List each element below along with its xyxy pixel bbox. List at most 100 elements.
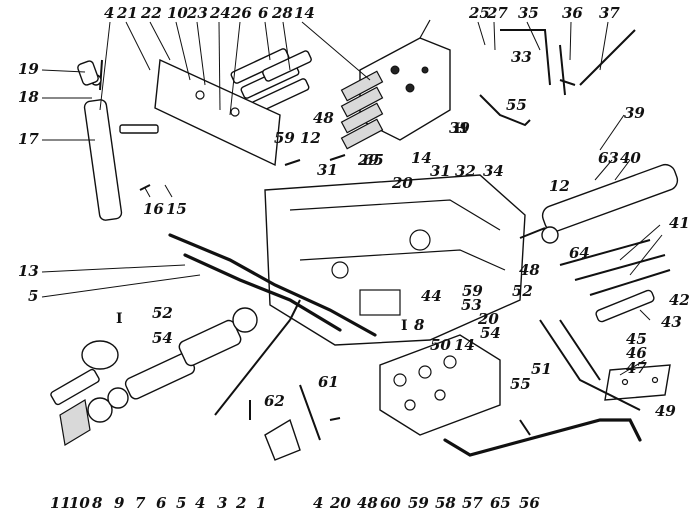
callouts-bottom: 11 10 8 9 7 6 5 4 3 2 1 4 20 48 60 59 58…	[50, 494, 540, 512]
callout-right: 41	[669, 214, 690, 232]
callout-center: 55	[506, 96, 527, 114]
callout-center: 39	[449, 119, 470, 137]
callout-right: 43	[661, 313, 682, 331]
callout-center: 20	[477, 310, 499, 328]
callout-top: 4	[104, 4, 114, 22]
callout-bottom: 59	[408, 494, 429, 512]
callout-center: 31	[317, 161, 338, 179]
mounting-plate	[154, 58, 281, 167]
leader-lines	[41, 21, 663, 376]
callout-top: 24	[209, 4, 231, 22]
callout-center: 20	[391, 174, 413, 192]
callouts-left: 19 18 17 16 15 13 5 52 54	[18, 60, 187, 347]
marker-i: I	[116, 311, 123, 327]
callout-center: 34	[483, 162, 504, 180]
callout-bottom: 4	[195, 494, 205, 512]
callout-left: 15	[166, 200, 187, 218]
callout-right: 12	[549, 177, 570, 195]
callout-center: 50	[430, 336, 451, 354]
callout-left: 16	[143, 200, 164, 218]
callouts-top: 4 21 22 10 23 24 26 6 28 14 25 27 35 36 …	[104, 4, 620, 22]
callout-center: 29	[357, 151, 379, 169]
callout-bottom: 2	[235, 494, 246, 512]
callout-left: 19	[18, 60, 39, 78]
callout-bottom: 56	[519, 494, 540, 512]
callout-right: 63	[598, 149, 619, 167]
pipelines	[168, 29, 642, 457]
callout-right: 49	[655, 402, 676, 420]
lever-linkage	[214, 299, 321, 461]
callouts-misc: 62 I I H	[116, 121, 467, 410]
callout-center: 8	[414, 316, 425, 334]
callout-left: 54	[152, 329, 173, 347]
lower-distributor	[379, 334, 501, 436]
callouts-right: 39 63 40 12 64 41 42 43 48 52 45 46 47 4…	[512, 104, 690, 420]
callout-bottom: 1	[256, 494, 266, 512]
callout-top: 35	[518, 4, 539, 22]
callout-top: 28	[271, 4, 293, 22]
callout-center: 53	[461, 296, 482, 314]
callout-bottom: 11	[50, 494, 71, 512]
callout-left: 18	[18, 88, 39, 106]
callout-left: 17	[18, 130, 39, 148]
callout-center: 59	[274, 129, 295, 147]
marker-h: H	[454, 121, 467, 137]
drawing	[50, 19, 679, 461]
callout-bottom: 3	[217, 494, 227, 512]
callout-bottom: 58	[435, 494, 456, 512]
callout-center: 55	[510, 375, 531, 393]
rods-right	[559, 239, 671, 323]
callout-right: 64	[569, 244, 590, 262]
callout-bottom: 8	[92, 494, 103, 512]
callout-top: 23	[186, 4, 208, 22]
callout-right: 40	[620, 149, 641, 167]
callout-center: 65	[363, 151, 384, 169]
callout-center: 51	[531, 360, 552, 378]
callout-top: 27	[486, 4, 508, 22]
callout-right: 39	[624, 104, 645, 122]
callout-bottom: 10	[69, 494, 90, 512]
callout-center: 31	[430, 162, 451, 180]
marker-i: I	[401, 318, 408, 334]
callout-center: 54	[480, 324, 501, 342]
callout-bottom: 20	[329, 494, 351, 512]
hydraulic-cylinder-17	[77, 59, 159, 221]
main-housing	[264, 174, 526, 346]
callout-bottom: 48	[357, 494, 378, 512]
callout-bottom: 6	[156, 494, 167, 512]
callout-right: 47	[626, 359, 647, 377]
callout-center: 61	[318, 373, 339, 391]
callout-62: 62	[264, 392, 285, 410]
hydraulic-cylinder-40	[519, 163, 679, 244]
callout-bottom: 5	[176, 494, 186, 512]
callout-bottom: 57	[462, 494, 483, 512]
callout-center: 33	[511, 48, 532, 66]
callout-bottom: 4	[313, 494, 323, 512]
callout-top: 6	[258, 4, 269, 22]
callout-center: 14	[411, 149, 432, 167]
callout-right: 46	[626, 344, 647, 362]
pump-coupling	[50, 307, 258, 446]
callout-top: 14	[294, 4, 315, 22]
callout-bottom: 9	[114, 494, 125, 512]
callout-left: 5	[28, 287, 38, 305]
callout-right: 42	[669, 291, 690, 309]
callout-right: 52	[512, 282, 533, 300]
callout-center: 59	[462, 282, 483, 300]
callout-center: 14	[454, 336, 475, 354]
callout-bottom: 60	[380, 494, 401, 512]
callout-top: 21	[116, 4, 138, 22]
callout-top: 26	[230, 4, 252, 22]
callout-center: 48	[313, 109, 334, 127]
callout-bottom: 65	[490, 494, 511, 512]
callout-top: 10	[167, 4, 188, 22]
callout-center: 12	[300, 129, 321, 147]
callout-right: 48	[519, 261, 540, 279]
callout-top: 22	[140, 4, 162, 22]
callout-center: 32	[455, 162, 476, 180]
callout-left: 52	[152, 304, 173, 322]
callout-left: 13	[18, 262, 39, 280]
callout-bottom: 7	[135, 494, 146, 512]
bolts	[139, 154, 531, 436]
